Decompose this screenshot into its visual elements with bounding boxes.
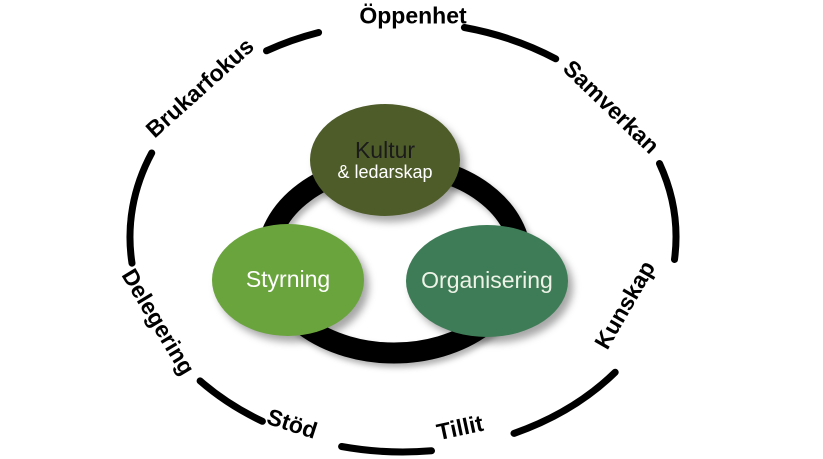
ring-label-oppenhet: Öppenhet: [359, 2, 467, 29]
node-kultur-title: Kultur: [354, 136, 416, 163]
outer-ring-arc: [338, 443, 435, 456]
node-kultur-subtitle: & ledarskap: [337, 162, 433, 183]
outer-ring-arc: [460, 24, 560, 63]
node-styrning-label: Styrning: [245, 266, 331, 293]
node-kultur: Kultur & ledarskap: [310, 104, 460, 216]
outer-ring-arc: [126, 149, 156, 267]
node-styrning: Styrning: [212, 224, 364, 336]
outer-ring: [126, 24, 680, 456]
outer-ring-arc: [196, 377, 266, 425]
node-organisering-label: Organisering: [421, 267, 553, 294]
outer-ring-arc: [263, 29, 323, 55]
outer-ring-arc: [510, 368, 619, 437]
node-organisering: Organisering: [406, 225, 568, 337]
outer-ring-arc: [656, 160, 680, 263]
